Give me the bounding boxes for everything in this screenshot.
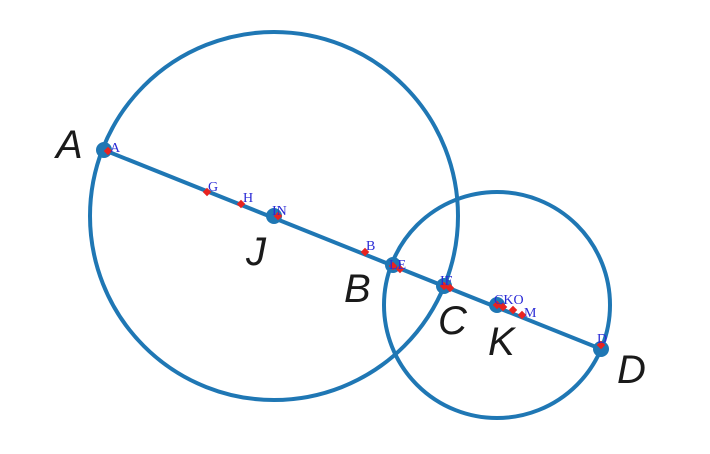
label-b: B xyxy=(344,267,371,311)
small-label-g: G xyxy=(208,180,218,195)
circle-j xyxy=(88,30,460,402)
small-label-b: B xyxy=(366,239,375,254)
marker-h xyxy=(236,199,246,209)
marker-if-2 xyxy=(445,283,455,293)
marker-g xyxy=(202,187,212,197)
small-label-cko: CKO xyxy=(494,293,524,308)
small-label-d: D xyxy=(597,332,607,347)
label-k: K xyxy=(488,320,517,364)
small-label-in: IN xyxy=(272,204,287,219)
marker-cko-2 xyxy=(498,302,508,312)
marker-cko-3 xyxy=(508,305,518,315)
label-j: J xyxy=(245,230,267,274)
label-d: D xyxy=(617,348,646,392)
label-a: A xyxy=(54,123,83,167)
small-label-a: A xyxy=(110,141,121,156)
marker-d xyxy=(596,340,606,350)
small-label-m: M xyxy=(524,306,537,321)
marker-le-1 xyxy=(388,261,398,271)
marker-a xyxy=(103,146,113,156)
marker-in xyxy=(273,211,283,221)
small-label-le: LE xyxy=(389,258,406,273)
marker-b xyxy=(360,247,370,257)
small-label-h: H xyxy=(243,191,253,206)
small-label-if: IF xyxy=(440,274,453,289)
marker-le-2 xyxy=(395,264,405,274)
circle-k xyxy=(382,190,612,420)
label-c: C xyxy=(438,299,468,343)
marker-m xyxy=(517,310,527,320)
segment-ad xyxy=(103,148,602,351)
